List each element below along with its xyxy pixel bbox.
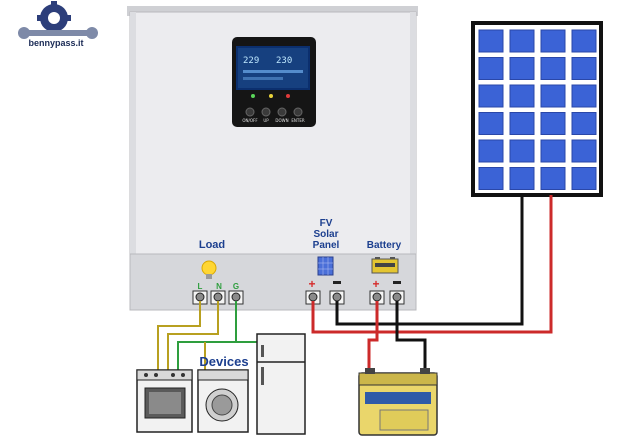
pv-label-line1: FV [320,218,333,229]
oven-icon [136,369,193,433]
battery-unit [358,368,438,436]
solar-cell [478,167,504,190]
bulb-icon [201,260,217,279]
washing-machine-icon [197,369,249,433]
pv-minus-sign [333,281,341,284]
solar-cell [571,29,597,53]
solar-cell [571,167,597,190]
battery-icon [371,257,399,274]
solar-cell [509,139,535,163]
solar-panel-icon [317,256,334,276]
terminal-block-battery [369,290,405,305]
load-g-wire [177,301,237,372]
solar-cell [478,57,504,80]
battery-plus-sign: + [372,277,379,291]
solar-cell [509,167,535,190]
brand-logo: bennypass.it [18,1,98,48]
solar-cell [540,112,566,135]
led-ac [251,94,255,98]
terminal-g-label: G [233,282,239,291]
solar-cell [509,57,535,80]
pv-plus-sign: + [308,277,315,291]
solar-cell [540,139,566,163]
solar-cell [478,84,504,108]
led-fault [286,94,290,98]
solar-cell [509,84,535,108]
solar-cell [478,139,504,163]
solar-cell [478,29,504,53]
battery-minus-sign [393,281,401,284]
inverter-unit: 229 230 ON/OFF UP DOWN ENTER Load FV Sol… [127,6,418,311]
button-up[interactable] [261,107,271,117]
solar-cell [540,57,566,80]
load-wiring [157,301,259,372]
solar-cell [540,84,566,108]
gear-icon [37,1,71,35]
led-inv [269,94,273,98]
solar-cell [478,112,504,135]
solar-cell [540,167,566,190]
wiring [311,195,553,374]
refrigerator-icon [256,333,306,435]
control-buttons: ON/OFF UP DOWN ENTER [242,107,305,123]
solar-cell [540,29,566,53]
pv-label-line3: Panel [313,240,340,251]
solar-cell [571,84,597,108]
button-label: UP [263,118,269,123]
lcd-left-value: 229 [243,56,259,66]
pv-negative-wire [335,195,524,326]
battery-label: Battery [367,240,402,251]
load-label: Load [199,239,225,251]
button-label: ON/OFF [242,118,258,123]
battery-negative-post [420,368,430,374]
terminal-n-label: N [216,282,222,291]
solar-cell [571,139,597,163]
button-onoff[interactable] [245,107,255,117]
button-enter[interactable] [293,107,303,117]
wrench-icon [18,27,98,39]
lcd-right-value: 230 [276,56,292,66]
inverter-top [127,6,418,16]
terminal-panel [129,253,417,311]
brand-text: bennypass.it [28,38,83,48]
terminal-block-load [192,290,244,305]
pv-positive-wire [311,195,553,334]
solar-cell [571,112,597,135]
load-n-wire [167,301,219,372]
button-down[interactable] [277,107,287,117]
battery-negative-wire [395,301,427,374]
devices-label: Devices [199,354,248,369]
solar-panel [471,21,603,197]
solar-cell [571,57,597,80]
button-label: DOWN [275,118,288,123]
solar-cell [509,29,535,53]
solar-cell [509,112,535,135]
load-l-wire [157,301,201,372]
battery-positive-post [365,368,375,374]
button-label: ENTER [291,118,304,123]
pv-label-line2: Solar [313,229,338,240]
terminal-l-label: L [198,282,203,291]
battery-positive-wire [367,301,379,374]
solar-panel-cells [478,29,597,190]
